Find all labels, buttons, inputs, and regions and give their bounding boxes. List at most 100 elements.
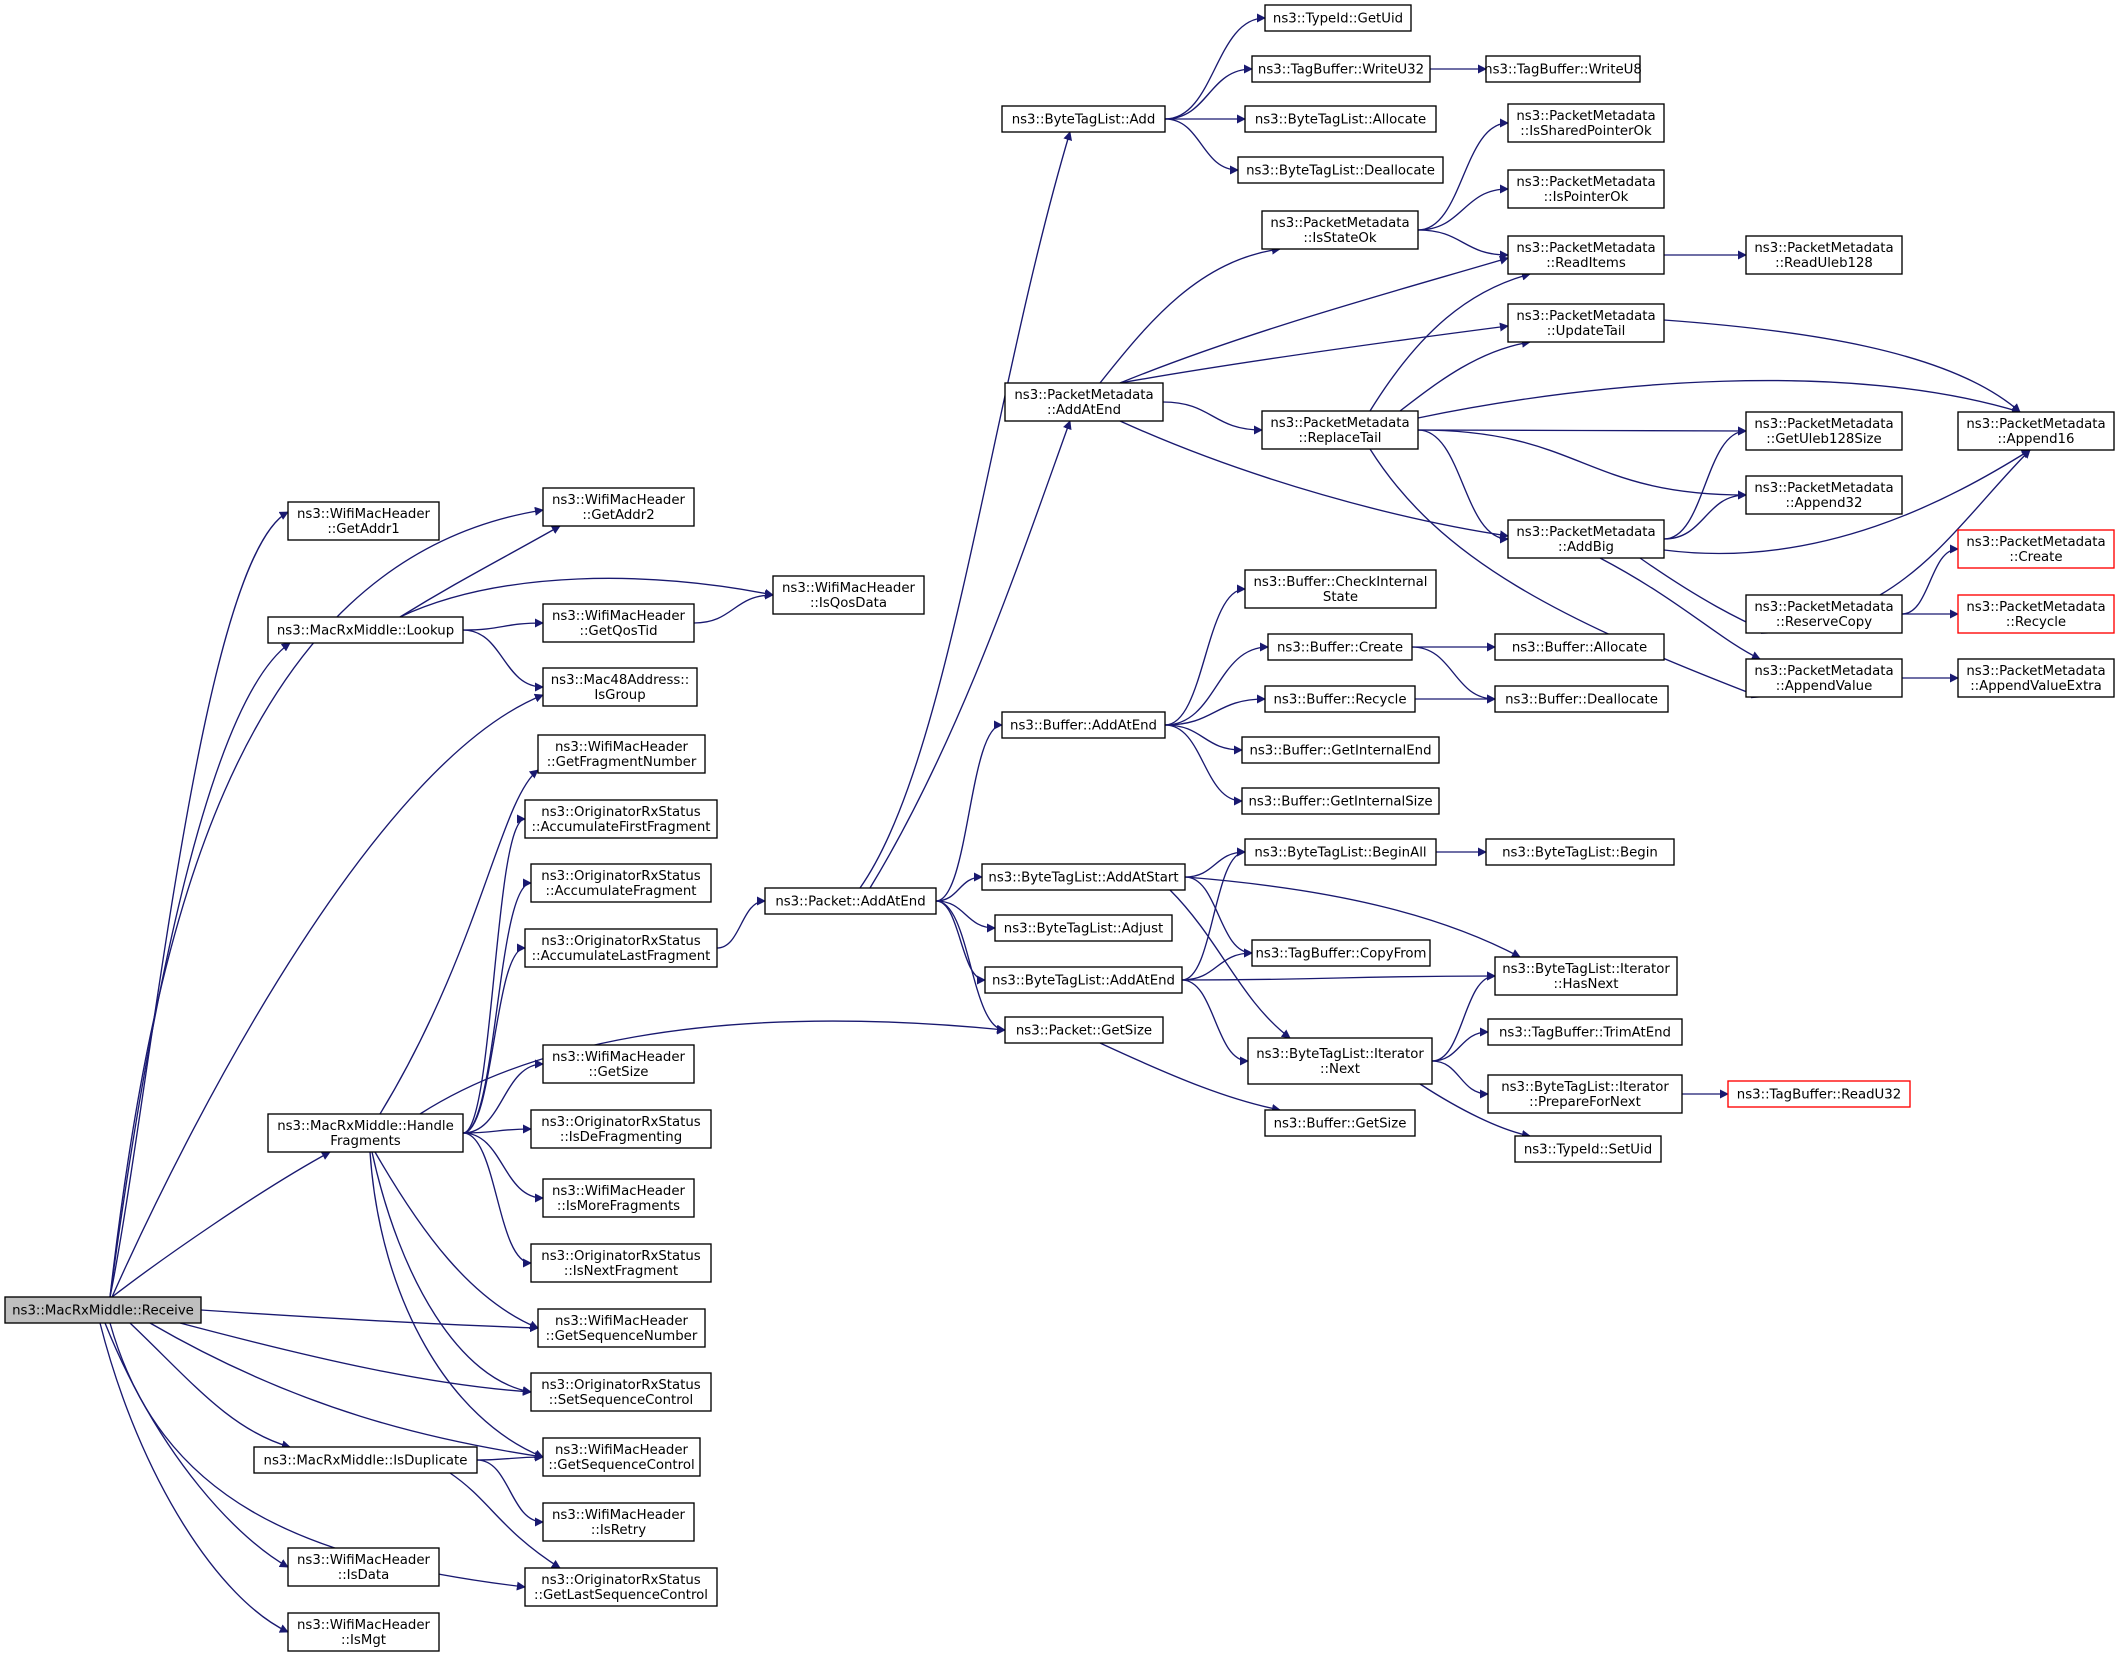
function-node[interactable]: ns3::PacketMetadata::IsStateOk — [1261, 210, 1419, 250]
function-node[interactable]: ns3::Buffer::Recycle — [1264, 685, 1416, 713]
function-node[interactable]: ns3::PacketMetadata::Recycle — [1957, 594, 2115, 634]
function-node-label: ns3::ByteTagList::Iterator — [1501, 1080, 1669, 1095]
function-node[interactable]: ns3::OriginatorRxStatus::AccumulateFragm… — [530, 863, 712, 903]
function-node-label: ns3::ByteTagList::Iterator — [1502, 962, 1670, 977]
function-node[interactable]: ns3::ByteTagList::Allocate — [1244, 105, 1437, 133]
call-edge-n0-to-n18 — [129, 1322, 291, 1450]
function-node-label: ns3::PacketMetadata — [1270, 416, 1409, 431]
function-node-label: ns3::ByteTagList::Iterator — [1256, 1047, 1424, 1062]
function-node[interactable]: ns3::Buffer::GetInternalEnd — [1241, 736, 1440, 764]
call-edge-n45-to-n56 — [1431, 971, 1496, 1062]
function-node[interactable]: ns3::Mac48Address::IsGroup — [542, 667, 698, 707]
function-node[interactable]: ns3::PacketMetadata::AppendValueExtra — [1957, 658, 2115, 698]
function-node[interactable]: ns3::PacketMetadata::GetUleb128Size — [1745, 411, 1903, 451]
function-node[interactable]: ns3::WifiMacHeader::IsMgt — [287, 1612, 440, 1652]
call-edge-n63-to-n67 — [1901, 544, 1959, 615]
function-node-box — [542, 1437, 701, 1477]
function-node[interactable]: ns3::MacRxMiddle::Receive — [4, 1296, 202, 1324]
function-node[interactable]: ns3::WifiMacHeader::IsRetry — [542, 1502, 695, 1542]
function-node-label: ns3::WifiMacHeader — [555, 740, 689, 755]
function-node[interactable]: ns3::WifiMacHeader::GetSize — [542, 1044, 695, 1084]
call-edge-n39-to-n54 — [1411, 646, 1496, 704]
function-node[interactable]: ns3::ByteTagList::Add — [1001, 105, 1166, 133]
function-node[interactable]: ns3::WifiMacHeader::GetSequenceNumber — [537, 1308, 706, 1348]
function-node-label: ::GetAddr1 — [327, 522, 399, 537]
function-node[interactable]: ns3::PacketMetadata::ReadItems — [1507, 235, 1665, 275]
function-node-box — [287, 501, 440, 541]
function-node[interactable]: ns3::PacketMetadata::IsSharedPointerOk — [1507, 103, 1665, 143]
function-node[interactable]: ns3::Packet::GetSize — [1004, 1016, 1164, 1044]
function-node-label: ns3::TypeId::GetUid — [1273, 12, 1403, 27]
function-node-label: ns3::PacketMetadata — [1966, 417, 2105, 432]
function-node[interactable]: ns3::ByteTagList::AddAtEnd — [984, 966, 1183, 994]
function-node[interactable]: ns3::WifiMacHeader::GetAddr1 — [287, 501, 440, 541]
function-node[interactable]: ns3::Buffer::Create — [1267, 633, 1413, 661]
function-node[interactable]: ns3::PacketMetadata::Append16 — [1957, 411, 2115, 451]
function-node[interactable]: ns3::ByteTagList::Iterator::Next — [1247, 1037, 1433, 1085]
function-node-box — [1487, 1074, 1683, 1114]
function-node[interactable]: ns3::WifiMacHeader::GetAddr2 — [542, 487, 695, 527]
function-node[interactable]: ns3::PacketMetadata::UpdateTail — [1507, 303, 1665, 343]
call-edge-n37-to-n66 — [1417, 379, 2021, 419]
function-node[interactable]: ns3::Buffer::AddAtEnd — [1001, 711, 1166, 739]
function-node[interactable]: ns3::PacketMetadata::ReadUleb128 — [1745, 235, 1903, 275]
function-node-label: ns3::ByteTagList::Allocate — [1255, 113, 1426, 128]
function-node[interactable]: ns3::WifiMacHeader::IsData — [287, 1547, 440, 1587]
function-node-box — [1727, 1080, 1911, 1108]
function-node[interactable]: ns3::TypeId::SetUid — [1514, 1135, 1662, 1163]
function-node-label: ::GetAddr2 — [582, 508, 654, 523]
call-edge-n24-to-n27 — [935, 720, 1003, 902]
function-node[interactable]: ns3::PacketMetadata::AddBig — [1507, 519, 1665, 559]
function-node[interactable]: ns3::WifiMacHeader::GetFragmentNumber — [537, 734, 706, 774]
function-node-label: ns3::Packet::GetSize — [1016, 1024, 1152, 1039]
function-node[interactable]: ns3::WifiMacHeader::GetQosTid — [542, 603, 695, 643]
function-node[interactable]: ns3::WifiMacHeader::IsQosData — [772, 575, 925, 615]
function-node[interactable]: ns3::TagBuffer::WriteU32 — [1251, 55, 1431, 83]
function-node[interactable]: ns3::TagBuffer::TrimAtEnd — [1487, 1018, 1683, 1046]
function-node[interactable]: ns3::OriginatorRxStatus::AccumulateFirst… — [524, 799, 718, 839]
function-node[interactable]: ns3::Buffer::Allocate — [1494, 633, 1665, 661]
function-node-box — [1514, 1135, 1662, 1163]
function-node[interactable]: ns3::ByteTagList::Adjust — [994, 914, 1173, 942]
function-node[interactable]: ns3::OriginatorRxStatus::SetSequenceCont… — [530, 1372, 712, 1412]
function-node[interactable]: ns3::Buffer::Deallocate — [1494, 685, 1669, 713]
function-node[interactable]: ns3::TagBuffer::WriteU8 — [1484, 55, 1642, 83]
function-node[interactable]: ns3::OriginatorRxStatus::IsDeFragmenting — [530, 1109, 712, 1149]
function-node-box — [530, 863, 712, 903]
function-node[interactable]: ns3::ByteTagList::Iterator::PrepareForNe… — [1487, 1074, 1683, 1114]
function-node[interactable]: ns3::PacketMetadata::Create — [1957, 529, 2115, 569]
function-node[interactable]: ns3::OriginatorRxStatus::IsNextFragment — [530, 1243, 712, 1283]
function-node[interactable]: ns3::TagBuffer::ReadU32 — [1727, 1080, 1911, 1108]
function-node[interactable]: ns3::ByteTagList::Deallocate — [1237, 156, 1444, 184]
function-node[interactable]: ns3::ByteTagList::AddAtStart — [981, 863, 1186, 891]
function-node[interactable]: ns3::PacketMetadata::ReplaceTail — [1261, 410, 1419, 450]
function-node[interactable]: ns3::MacRxMiddle::IsDuplicate — [253, 1446, 478, 1474]
function-node[interactable]: ns3::ByteTagList::BeginAll — [1244, 838, 1437, 866]
function-node[interactable]: ns3::Buffer::GetInternalSize — [1241, 787, 1440, 815]
function-node[interactable]: ns3::TagBuffer::CopyFrom — [1251, 939, 1431, 967]
function-node-box — [1004, 382, 1164, 422]
function-node[interactable]: ns3::OriginatorRxStatus::AccumulateLastF… — [524, 928, 718, 968]
function-node[interactable]: ns3::OriginatorRxStatus::GetLastSequence… — [524, 1567, 718, 1607]
function-node[interactable]: ns3::Packet::AddAtEnd — [764, 887, 937, 915]
function-node[interactable]: ns3::ByteTagList::Iterator::HasNext — [1494, 956, 1678, 996]
function-node[interactable]: ns3::MacRxMiddle::Lookup — [267, 616, 464, 644]
function-node[interactable]: ns3::PacketMetadata::Append32 — [1745, 475, 1903, 515]
function-node[interactable]: ns3::PacketMetadata::AddAtEnd — [1004, 382, 1164, 422]
function-node-box — [1004, 1016, 1164, 1044]
function-node[interactable]: ns3::ByteTagList::Begin — [1485, 838, 1675, 866]
function-node[interactable]: ns3::PacketMetadata::AppendValue — [1745, 658, 1903, 698]
function-node[interactable]: ns3::PacketMetadata::IsPointerOk — [1507, 169, 1665, 209]
function-node-box — [1745, 594, 1903, 634]
function-node[interactable]: ns3::WifiMacHeader::GetSequenceControl — [542, 1437, 701, 1477]
function-node[interactable]: ns3::TypeId::GetUid — [1264, 4, 1412, 32]
function-node-label: ns3::WifiMacHeader — [552, 493, 686, 508]
call-edge-n30-to-n43 — [1181, 847, 1246, 981]
function-node[interactable]: ns3::Buffer::GetSize — [1264, 1109, 1416, 1137]
function-node-box — [542, 1502, 695, 1542]
function-node[interactable]: ns3::WifiMacHeader::IsMoreFragments — [542, 1178, 695, 1218]
function-node[interactable]: ns3::PacketMetadata::ReserveCopy — [1745, 594, 1903, 634]
function-node-label: ns3::PacketMetadata — [1966, 600, 2105, 615]
